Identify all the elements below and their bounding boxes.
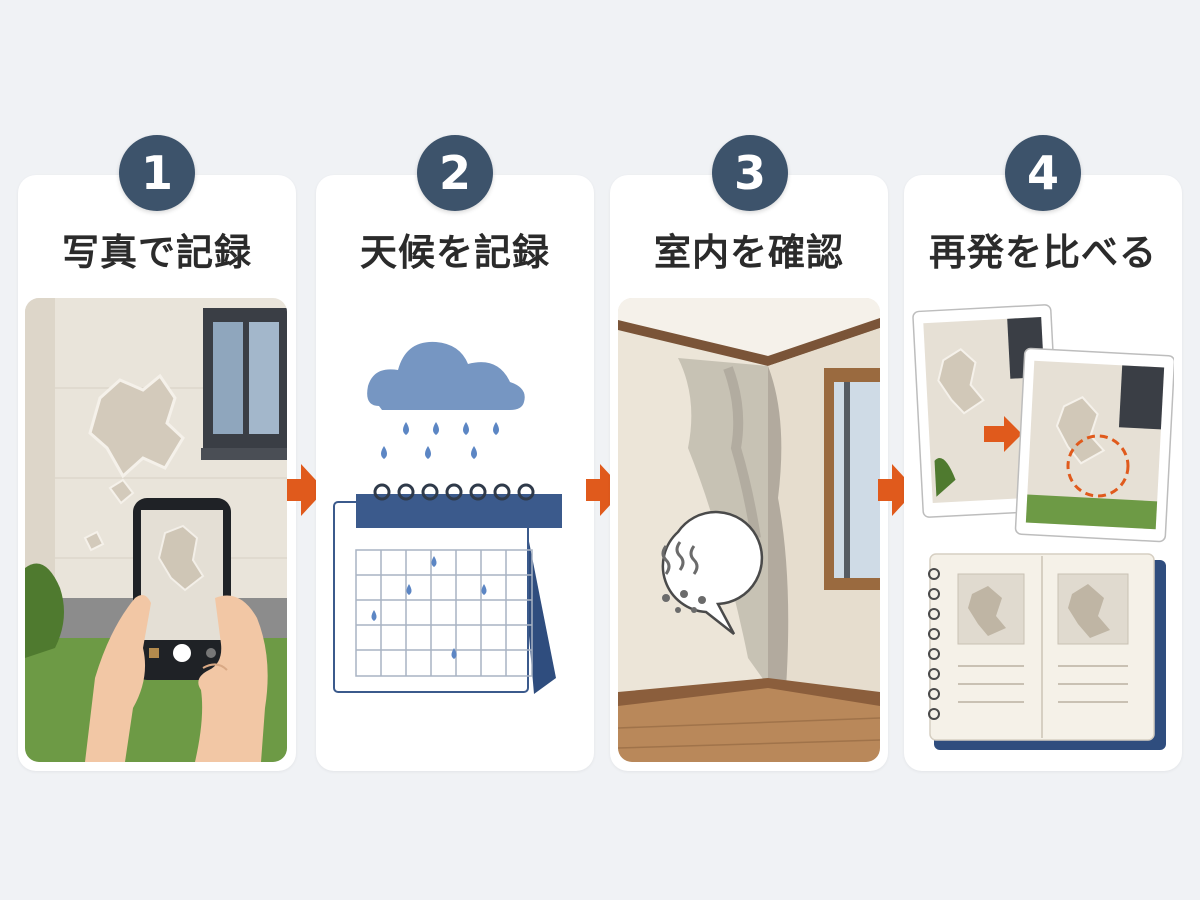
step-number-badge-3: 3 (712, 135, 788, 211)
calendar-icon (333, 483, 562, 694)
arrow-right-icon (878, 464, 916, 516)
speech-bubble-icon (661, 510, 764, 635)
photo-icon (1014, 347, 1174, 543)
step-number-badge-1: 1 (119, 135, 195, 211)
step-title-1: 写真で記録 (62, 231, 252, 274)
smartphone-icon (133, 498, 231, 680)
notebook-icon (928, 553, 1166, 750)
step-title-2: 天候を記録 (360, 231, 550, 274)
arrow-right-icon (287, 464, 325, 516)
mold-spore-icon (662, 590, 706, 613)
step-number-badge-2: 2 (417, 135, 493, 211)
step-4-illustration (912, 298, 1174, 762)
odor-icon (661, 541, 699, 575)
step-number-badge-4: 4 (1005, 135, 1081, 211)
step-2-illustration (324, 298, 586, 762)
step-title-4: 再発を比べる (929, 231, 1157, 274)
arrow-right-icon (586, 464, 624, 516)
step-title-3: 室内を確認 (654, 231, 844, 274)
rain-cloud-icon (367, 341, 525, 459)
step-3-illustration (618, 298, 880, 762)
step-1-illustration (25, 298, 287, 762)
